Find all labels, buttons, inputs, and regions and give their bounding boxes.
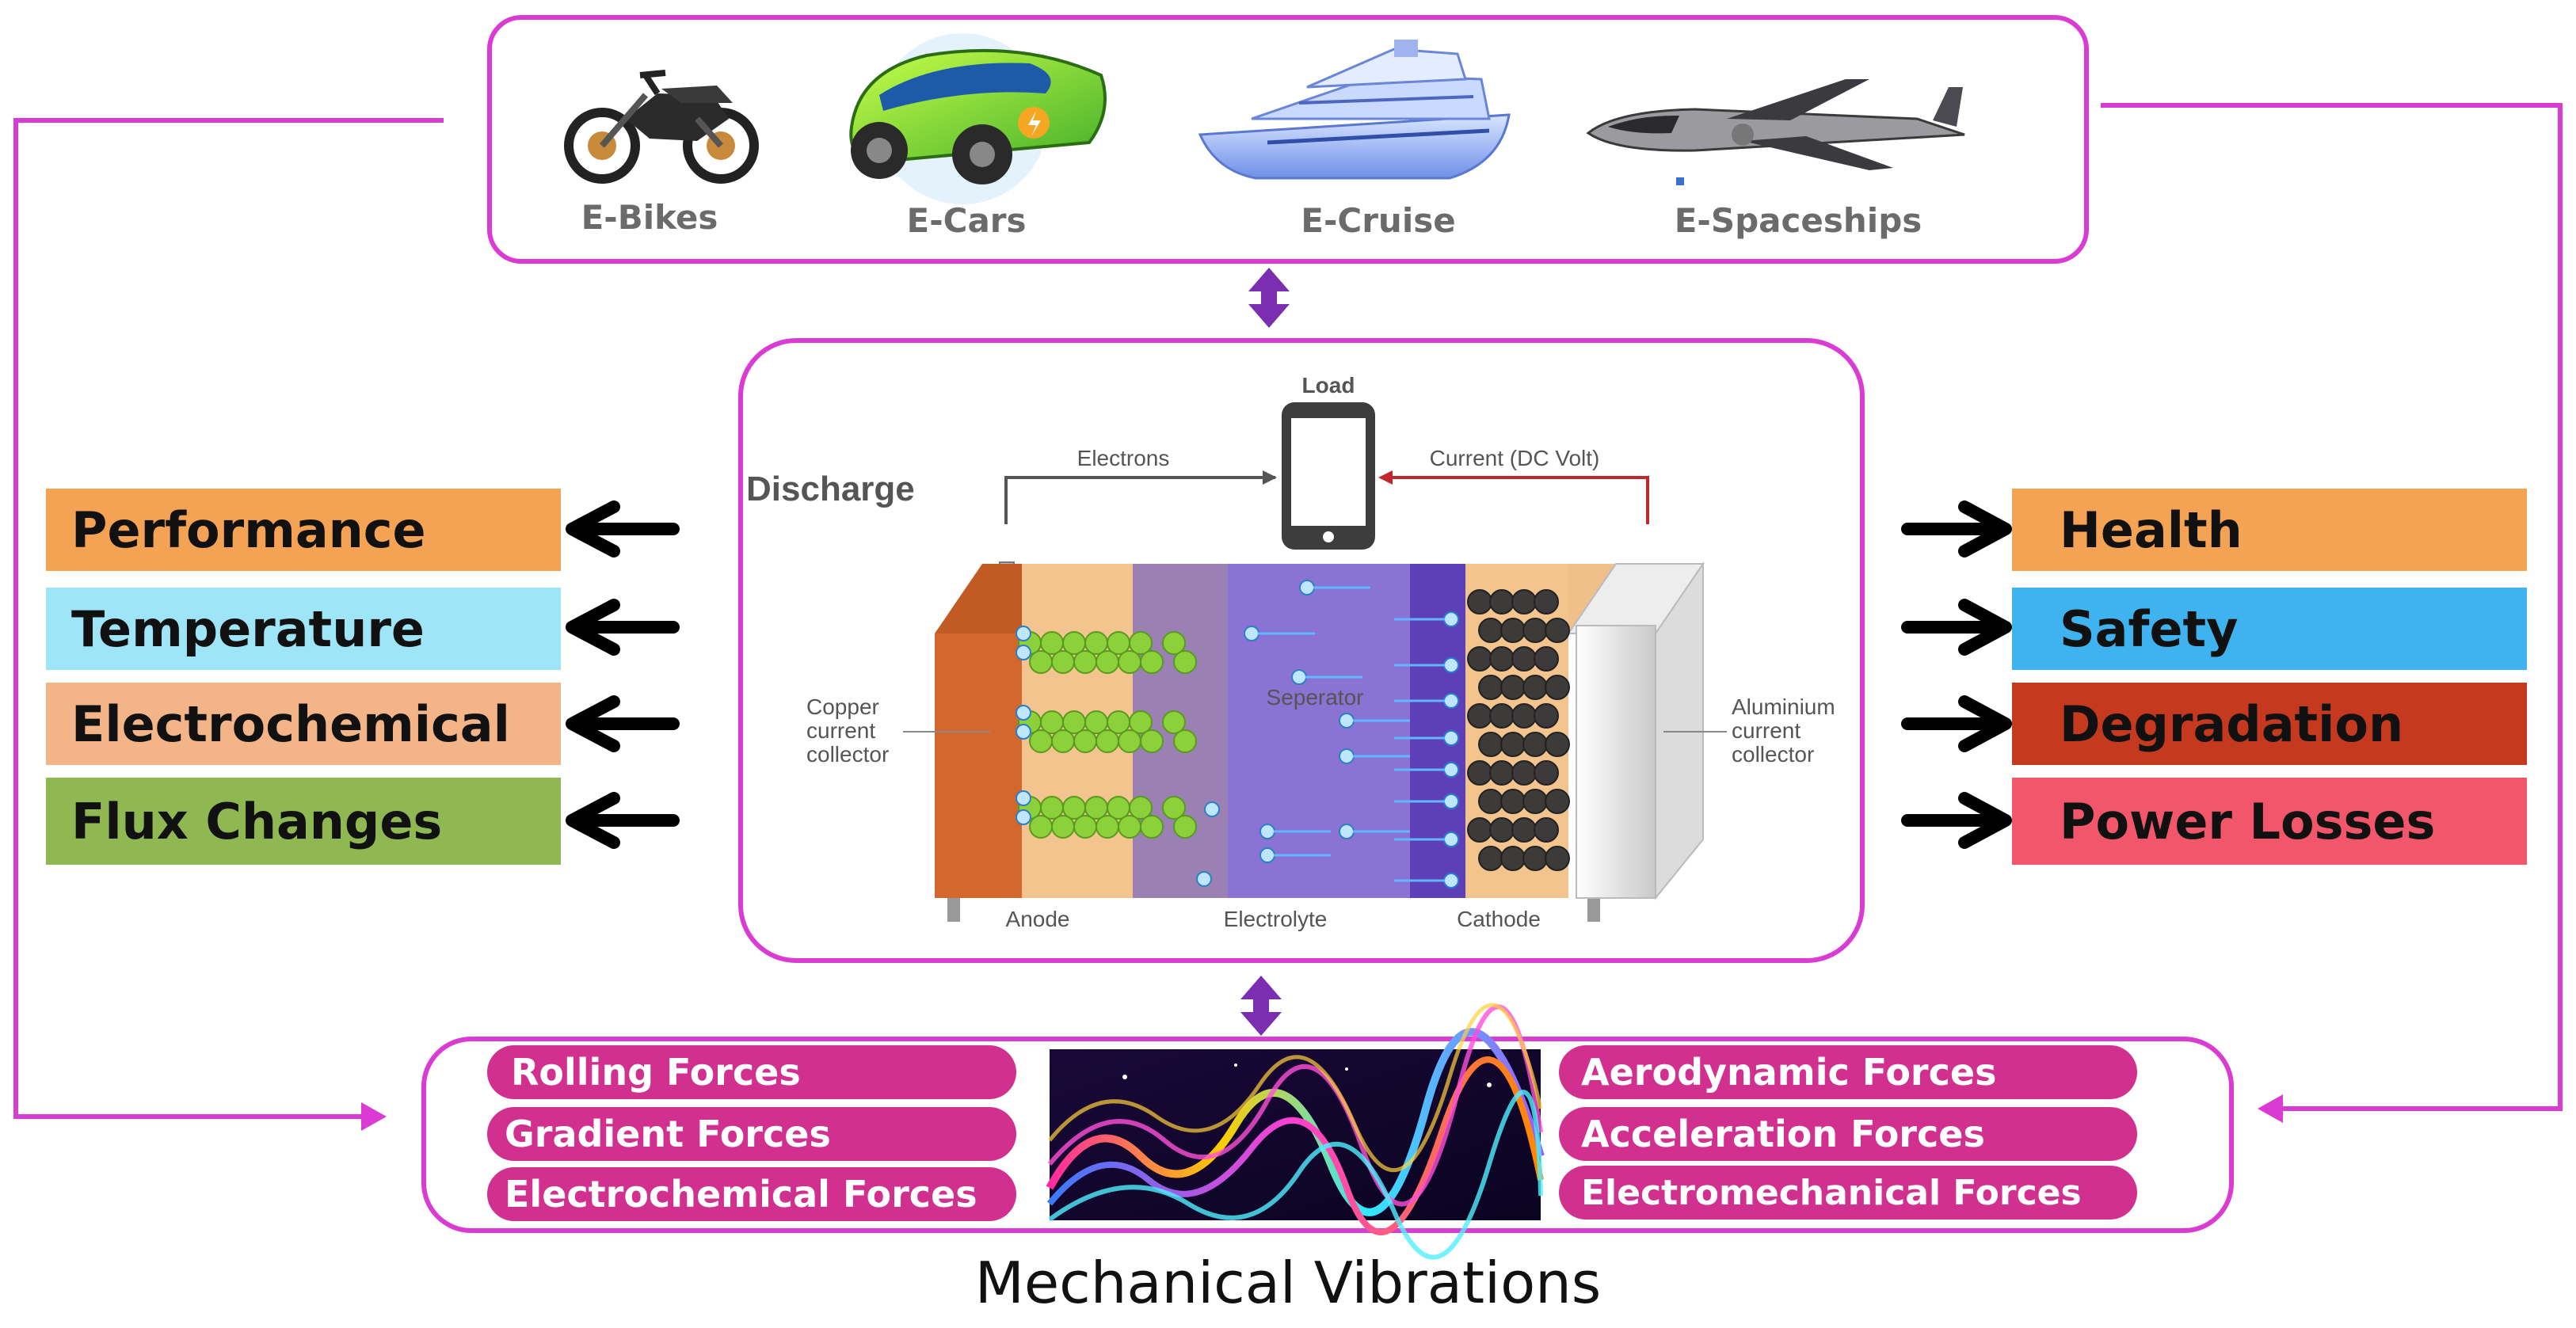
factor-temperature: Temperature bbox=[46, 588, 561, 670]
copper-collector-line-2: current bbox=[806, 718, 875, 743]
cathode-particle bbox=[1534, 646, 1559, 672]
e-spaceship-icon bbox=[1586, 79, 1965, 185]
cathode-particle bbox=[1489, 760, 1515, 786]
cathode-particle bbox=[1478, 846, 1503, 871]
cathode-particle bbox=[1545, 789, 1570, 814]
cathode-particle bbox=[1500, 618, 1526, 643]
cathode-particle bbox=[1467, 760, 1492, 786]
force-rolling: Rolling Forces bbox=[487, 1045, 1016, 1099]
vibration-waves-image bbox=[1046, 1003, 1545, 1260]
cathode-particle bbox=[1478, 618, 1503, 643]
copper-collector-line-3: collector bbox=[806, 742, 889, 767]
factor-safety: Safety bbox=[2012, 588, 2527, 670]
feedback-connector-right bbox=[2101, 103, 2563, 1111]
double-arrow-bottom bbox=[1240, 976, 1282, 1036]
cathode-particle bbox=[1489, 646, 1515, 672]
separator-label: Seperator bbox=[1267, 685, 1364, 710]
force-aerodynamic: Aerodynamic Forces bbox=[1559, 1045, 2137, 1099]
cathode-particle bbox=[1522, 732, 1548, 757]
electrons-label: Electrons bbox=[1077, 446, 1170, 470]
cathode-particle bbox=[1467, 589, 1492, 615]
cathode-particle bbox=[1489, 703, 1515, 729]
battery-schematic bbox=[903, 402, 1727, 922]
arrow-right-health bbox=[1901, 500, 2012, 557]
anode-label: Anode bbox=[1006, 907, 1070, 931]
cathode-particle bbox=[1489, 589, 1515, 615]
cathode-particle bbox=[1500, 789, 1526, 814]
current-label: Current (DC Volt) bbox=[1430, 446, 1600, 470]
vehicle-label-e-bikes: E-Bikes bbox=[581, 198, 718, 237]
cathode-particle bbox=[1534, 703, 1559, 729]
vehicle-label-e-cruise: E-Cruise bbox=[1301, 201, 1456, 240]
cathode-particle bbox=[1511, 703, 1537, 729]
arrow-right-safety bbox=[1901, 599, 2012, 656]
cathode-label: Cathode bbox=[1457, 907, 1541, 931]
cathode-particle bbox=[1500, 846, 1526, 871]
connector-arrowhead-left bbox=[361, 1102, 387, 1131]
cathode-particle bbox=[1478, 732, 1503, 757]
cathode-particle bbox=[1545, 732, 1570, 757]
load-phone-icon bbox=[1282, 402, 1375, 550]
force-acceleration: Acceleration Forces bbox=[1559, 1107, 2137, 1161]
arrow-left-flux bbox=[566, 792, 680, 849]
cathode-particle bbox=[1511, 646, 1537, 672]
double-arrow-top bbox=[1248, 268, 1290, 328]
vehicle-label-e-spaceships: E-Spaceships bbox=[1674, 201, 1922, 240]
mechanical-vibrations-title: Mechanical Vibrations bbox=[974, 1250, 1602, 1316]
feedback-connector-left bbox=[13, 118, 444, 1119]
e-cruise-ship-icon bbox=[1198, 40, 1511, 180]
cathode-particle bbox=[1467, 646, 1492, 672]
copper-collector-line-1: Copper bbox=[806, 694, 879, 719]
cathode-particle bbox=[1522, 675, 1548, 700]
arrow-left-temperature bbox=[566, 599, 680, 656]
cathode-particle bbox=[1500, 675, 1526, 700]
arrow-left-electrochemical bbox=[566, 695, 680, 752]
connector-arrowhead-right bbox=[2258, 1094, 2283, 1123]
arrow-right-power-losses bbox=[1901, 792, 2012, 849]
cathode-particle bbox=[1522, 618, 1548, 643]
aluminium-collector-line-1: Aluminium bbox=[1732, 694, 1835, 719]
e-bike-icon bbox=[564, 70, 759, 184]
cathode-particle bbox=[1489, 817, 1515, 843]
force-electromechanical: Electromechanical Forces bbox=[1559, 1166, 2137, 1220]
factor-performance: Performance bbox=[46, 489, 561, 571]
force-electrochemical: Electrochemical Forces bbox=[487, 1167, 1016, 1221]
aluminium-collector-line-3: collector bbox=[1732, 742, 1814, 767]
cathode-particle bbox=[1534, 817, 1559, 843]
cathode-particle bbox=[1522, 789, 1548, 814]
factor-power-losses: Power Losses bbox=[2012, 778, 2527, 865]
cathode-particle bbox=[1500, 732, 1526, 757]
cathode-particle bbox=[1545, 675, 1570, 700]
cathode-particle bbox=[1467, 817, 1492, 843]
vehicle-label-e-cars: E-Cars bbox=[906, 201, 1027, 240]
cathode-particle bbox=[1545, 618, 1570, 643]
electrolyte-label: Electrolyte bbox=[1224, 907, 1328, 931]
cathode-particle bbox=[1511, 760, 1537, 786]
cathode-particle bbox=[1534, 589, 1559, 615]
discharge-label: Discharge bbox=[746, 470, 915, 508]
force-gradient: Gradient Forces bbox=[487, 1107, 1016, 1161]
e-car-icon bbox=[849, 33, 1107, 204]
load-label: Load bbox=[1302, 373, 1355, 398]
cathode-particle bbox=[1478, 789, 1503, 814]
factor-flux-changes: Flux Changes bbox=[46, 778, 561, 865]
cathode-particle bbox=[1511, 589, 1537, 615]
cathode-particle bbox=[1467, 703, 1492, 729]
aluminium-collector-line-2: current bbox=[1732, 718, 1801, 743]
factor-health: Health bbox=[2012, 489, 2527, 571]
arrow-right-degradation bbox=[1901, 695, 2012, 752]
cathode-particle bbox=[1534, 760, 1559, 786]
factor-degradation: Degradation bbox=[2012, 683, 2527, 765]
cathode-particle bbox=[1545, 846, 1570, 871]
cathode-particle bbox=[1522, 846, 1548, 871]
cathode-particle bbox=[1478, 675, 1503, 700]
cathode-particle bbox=[1511, 817, 1537, 843]
factor-electrochemical: Electrochemical bbox=[46, 683, 561, 765]
arrow-left-performance bbox=[566, 500, 680, 557]
